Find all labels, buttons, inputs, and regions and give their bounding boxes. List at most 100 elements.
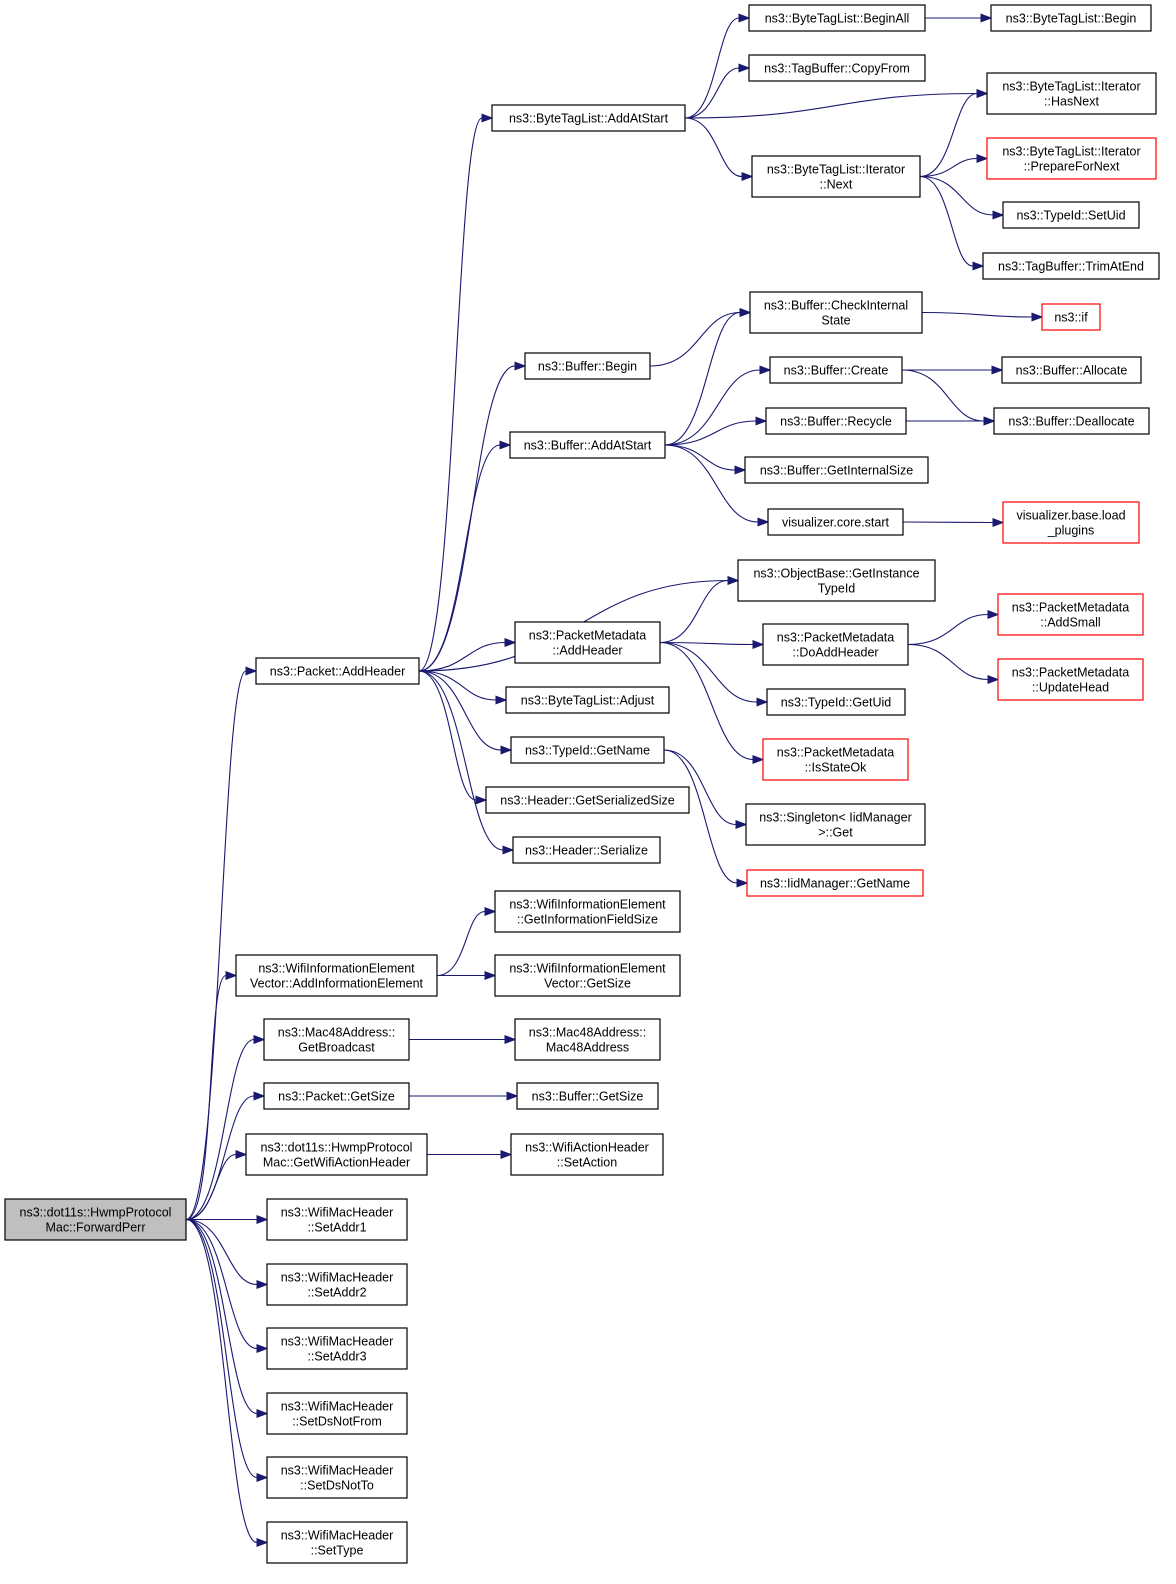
- node-box-forwardperr[interactable]: [4, 1198, 187, 1241]
- node-visualizer-base-load[interactable]: visualizer.base.load_plugins: [1002, 501, 1140, 544]
- node-wiev-addinfoelement[interactable]: ns3::WifiInformationElementVector::AddIn…: [235, 954, 438, 997]
- node-forwardperr[interactable]: ns3::dot11s::HwmpProtocolMac::ForwardPer…: [4, 1198, 187, 1241]
- node-box-typeid-setuid[interactable]: [1002, 201, 1140, 229]
- node-box-buffer-begin[interactable]: [524, 352, 651, 380]
- node-buffer-addatstart[interactable]: ns3::Buffer::AddAtStart: [509, 431, 666, 459]
- node-buffer-getinternalsize[interactable]: ns3::Buffer::GetInternalSize: [744, 456, 929, 484]
- node-tagbuffer-copyfrom[interactable]: ns3::TagBuffer::CopyFrom: [748, 54, 926, 82]
- node-box-packetmetadata-doaddheader[interactable]: [762, 623, 909, 666]
- node-packet-addheader[interactable]: ns3::Packet::AddHeader: [255, 657, 420, 685]
- node-box-objectbase-getinstance[interactable]: [737, 559, 936, 602]
- node-box-iidmanager-getname[interactable]: [746, 869, 924, 897]
- node-wifimacheader-setdsnotto[interactable]: ns3::WifiMacHeader::SetDsNotTo: [266, 1456, 408, 1499]
- node-ns3-if[interactable]: ns3::if: [1041, 303, 1101, 331]
- node-typeid-setuid[interactable]: ns3::TypeId::SetUid: [1002, 201, 1140, 229]
- node-box-wiev-addinfoelement[interactable]: [235, 954, 438, 997]
- node-box-packet-getsize[interactable]: [263, 1082, 410, 1110]
- node-box-buffer-checkinternal[interactable]: [749, 291, 923, 334]
- node-box-wifimacheader-setaddr3[interactable]: [266, 1327, 408, 1370]
- node-packet-getsize[interactable]: ns3::Packet::GetSize: [263, 1082, 410, 1110]
- node-wifimacheader-setaddr2[interactable]: ns3::WifiMacHeader::SetAddr2: [266, 1263, 408, 1306]
- node-tagbuffer-trimatend[interactable]: ns3::TagBuffer::TrimAtEnd: [982, 252, 1160, 280]
- node-box-wiev-getsize[interactable]: [494, 954, 681, 997]
- node-box-packet-addheader[interactable]: [255, 657, 420, 685]
- node-hwmp-getwifiactionheader[interactable]: ns3::dot11s::HwmpProtocolMac::GetWifiAct…: [245, 1133, 428, 1176]
- node-box-bytetaglist-beginall[interactable]: [748, 4, 926, 32]
- node-box-typeid-getuid[interactable]: [766, 688, 906, 716]
- node-box-wifimacheader-setaddr2[interactable]: [266, 1263, 408, 1306]
- node-box-tagbuffer-trimatend[interactable]: [982, 252, 1160, 280]
- node-box-buffer-deallocate[interactable]: [993, 407, 1150, 435]
- node-bytetaglist-adjust[interactable]: ns3::ByteTagList::Adjust: [505, 686, 670, 714]
- node-box-singleton-get[interactable]: [745, 803, 926, 846]
- node-box-tagbuffer-copyfrom[interactable]: [748, 54, 926, 82]
- node-box-wie-getinfofieldsize[interactable]: [494, 890, 681, 933]
- node-box-header-serialize[interactable]: [512, 836, 661, 864]
- node-box-wifimacheader-setdsnotfrom[interactable]: [266, 1392, 408, 1435]
- node-box-packetmetadata-addsmall[interactable]: [997, 593, 1144, 636]
- node-box-mac48-getbroadcast[interactable]: [263, 1018, 410, 1061]
- node-header-getserializedsize[interactable]: ns3::Header::GetSerializedSize: [485, 786, 690, 814]
- node-mac48-getbroadcast[interactable]: ns3::Mac48Address::GetBroadcast: [263, 1018, 410, 1061]
- node-wifimacheader-setaddr3[interactable]: ns3::WifiMacHeader::SetAddr3: [266, 1327, 408, 1370]
- node-box-packetmetadata-isstateok[interactable]: [762, 738, 909, 781]
- node-iterator-prepare[interactable]: ns3::ByteTagList::Iterator::PrepareForNe…: [986, 137, 1157, 180]
- node-iidmanager-getname[interactable]: ns3::IidManager::GetName: [746, 869, 924, 897]
- node-wifimacheader-setdsnotfrom[interactable]: ns3::WifiMacHeader::SetDsNotFrom: [266, 1392, 408, 1435]
- node-box-wifimacheader-settype[interactable]: [266, 1521, 408, 1564]
- node-buffer-begin[interactable]: ns3::Buffer::Begin: [524, 352, 651, 380]
- node-iterator-hasnext[interactable]: ns3::ByteTagList::Iterator::HasNext: [986, 72, 1157, 115]
- node-box-buffer-getinternalsize[interactable]: [744, 456, 929, 484]
- node-wifimacheader-setaddr1[interactable]: ns3::WifiMacHeader::SetAddr1: [266, 1198, 408, 1241]
- node-packetmetadata-addsmall[interactable]: ns3::PacketMetadata::AddSmall: [997, 593, 1144, 636]
- node-box-buffer-create[interactable]: [769, 356, 903, 384]
- node-box-bytetaglist-begin[interactable]: [990, 4, 1152, 32]
- node-box-visualizer-base-load[interactable]: [1002, 501, 1140, 544]
- node-iterator-next[interactable]: ns3::ByteTagList::Iterator::Next: [751, 155, 921, 198]
- node-box-mac48-mac48address[interactable]: [514, 1018, 661, 1061]
- node-box-packetmetadata-addheader[interactable]: [514, 621, 661, 664]
- node-box-wifimacheader-setaddr1[interactable]: [266, 1198, 408, 1241]
- node-wifimacheader-settype[interactable]: ns3::WifiMacHeader::SetType: [266, 1521, 408, 1564]
- node-bytetaglist-begin[interactable]: ns3::ByteTagList::Begin: [990, 4, 1152, 32]
- node-bytetaglist-addatstart[interactable]: ns3::ByteTagList::AddAtStart: [491, 104, 686, 132]
- node-buffer-allocate[interactable]: ns3::Buffer::Allocate: [1001, 356, 1142, 384]
- node-box-iterator-hasnext[interactable]: [986, 72, 1157, 115]
- node-visualizer-core-start[interactable]: visualizer.core.start: [767, 508, 904, 536]
- node-wie-getinfofieldsize[interactable]: ns3::WifiInformationElement::GetInformat…: [494, 890, 681, 933]
- node-wiev-getsize[interactable]: ns3::WifiInformationElementVector::GetSi…: [494, 954, 681, 997]
- node-box-iterator-prepare[interactable]: [986, 137, 1157, 180]
- node-buffer-create[interactable]: ns3::Buffer::Create: [769, 356, 903, 384]
- node-packetmetadata-doaddheader[interactable]: ns3::PacketMetadata::DoAddHeader: [762, 623, 909, 666]
- node-box-bytetaglist-addatstart[interactable]: [491, 104, 686, 132]
- node-header-serialize[interactable]: ns3::Header::Serialize: [512, 836, 661, 864]
- node-buffer-recycle[interactable]: ns3::Buffer::Recycle: [765, 407, 907, 435]
- node-bytetaglist-beginall[interactable]: ns3::ByteTagList::BeginAll: [748, 4, 926, 32]
- node-buffer-deallocate[interactable]: ns3::Buffer::Deallocate: [993, 407, 1150, 435]
- node-wifiactionheader-setaction[interactable]: ns3::WifiActionHeader::SetAction: [510, 1133, 664, 1176]
- node-box-bytetaglist-adjust[interactable]: [505, 686, 670, 714]
- node-box-visualizer-core-start[interactable]: [767, 508, 904, 536]
- node-box-typeid-getname[interactable]: [510, 736, 665, 764]
- node-box-buffer-addatstart[interactable]: [509, 431, 666, 459]
- node-typeid-getuid[interactable]: ns3::TypeId::GetUid: [766, 688, 906, 716]
- node-packetmetadata-addheader[interactable]: ns3::PacketMetadata::AddHeader: [514, 621, 661, 664]
- node-singleton-get[interactable]: ns3::Singleton< IidManager>::Get: [745, 803, 926, 846]
- node-box-buffer-recycle[interactable]: [765, 407, 907, 435]
- node-packetmetadata-updatehead[interactable]: ns3::PacketMetadata::UpdateHead: [997, 658, 1144, 701]
- node-box-buffer-allocate[interactable]: [1001, 356, 1142, 384]
- node-box-hwmp-getwifiactionheader[interactable]: [245, 1133, 428, 1176]
- node-box-buffer-getsize[interactable]: [516, 1082, 659, 1110]
- node-box-header-getserializedsize[interactable]: [485, 786, 690, 814]
- node-box-wifimacheader-setdsnotto[interactable]: [266, 1456, 408, 1499]
- node-box-wifiactionheader-setaction[interactable]: [510, 1133, 664, 1176]
- node-typeid-getname[interactable]: ns3::TypeId::GetName: [510, 736, 665, 764]
- node-buffer-getsize[interactable]: ns3::Buffer::GetSize: [516, 1082, 659, 1110]
- node-box-ns3-if[interactable]: [1041, 303, 1101, 331]
- node-box-packetmetadata-updatehead[interactable]: [997, 658, 1144, 701]
- node-packetmetadata-isstateok[interactable]: ns3::PacketMetadata::IsStateOk: [762, 738, 909, 781]
- node-mac48-mac48address[interactable]: ns3::Mac48Address::Mac48Address: [514, 1018, 661, 1061]
- node-box-iterator-next[interactable]: [751, 155, 921, 198]
